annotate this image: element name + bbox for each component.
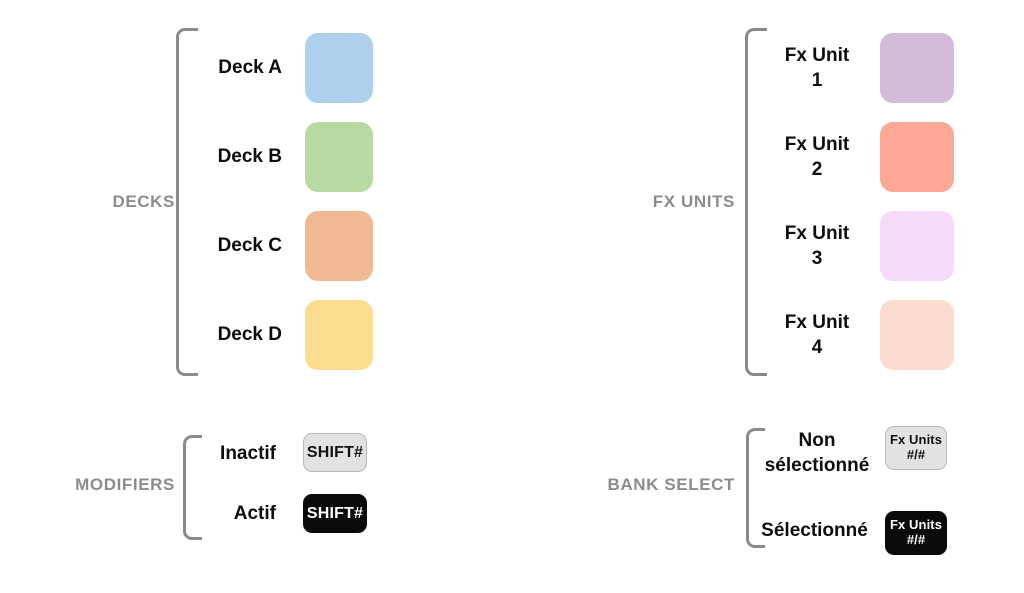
badge-shift-inactive[interactable]: SHIFT# xyxy=(303,433,367,472)
bracket-modifiers xyxy=(183,435,202,540)
bracket-fx-units xyxy=(745,28,767,376)
row-label-bank-not-selected: Non sélectionné xyxy=(764,429,870,476)
color-swatch-deck-d xyxy=(305,300,373,370)
badge-shift-active[interactable]: SHIFT# xyxy=(303,494,367,533)
badge-fx-units-not-selected[interactable]: Fx Units #/# xyxy=(885,426,947,470)
row-label-fx-unit-1: Fx Unit 1 xyxy=(784,44,850,91)
row-label-fx-unit-3: Fx Unit 3 xyxy=(784,222,850,269)
color-swatch-fx-unit-1 xyxy=(880,33,954,103)
row-label-deck-d: Deck D xyxy=(217,324,282,346)
row-label-deck-c: Deck C xyxy=(217,235,282,257)
section-caption-modifiers: MODIFIERS xyxy=(75,475,175,494)
color-swatch-deck-c xyxy=(305,211,373,281)
row-label-modifier-active: Actif xyxy=(233,503,276,525)
color-swatch-fx-unit-3 xyxy=(880,211,954,281)
row-label-deck-a: Deck A xyxy=(218,57,282,79)
section-caption-fx-units: FX UNITS xyxy=(652,192,735,211)
badge-fx-units-selected[interactable]: Fx Units #/# xyxy=(885,511,947,555)
color-swatch-deck-b xyxy=(305,122,373,192)
bracket-decks xyxy=(176,28,198,376)
row-label-modifier-inactive: Inactif xyxy=(220,443,276,465)
color-swatch-deck-a xyxy=(305,33,373,103)
bracket-bank-select xyxy=(746,428,765,548)
row-label-deck-b: Deck B xyxy=(217,146,282,168)
row-label-bank-selected: Sélectionné xyxy=(761,520,868,542)
section-caption-bank-select: BANK SELECT xyxy=(607,475,735,494)
row-label-fx-unit-4: Fx Unit 4 xyxy=(784,311,850,358)
color-swatch-fx-unit-4 xyxy=(880,300,954,370)
row-label-fx-unit-2: Fx Unit 2 xyxy=(784,133,850,180)
color-swatch-fx-unit-2 xyxy=(880,122,954,192)
section-caption-decks: DECKS xyxy=(112,192,175,211)
